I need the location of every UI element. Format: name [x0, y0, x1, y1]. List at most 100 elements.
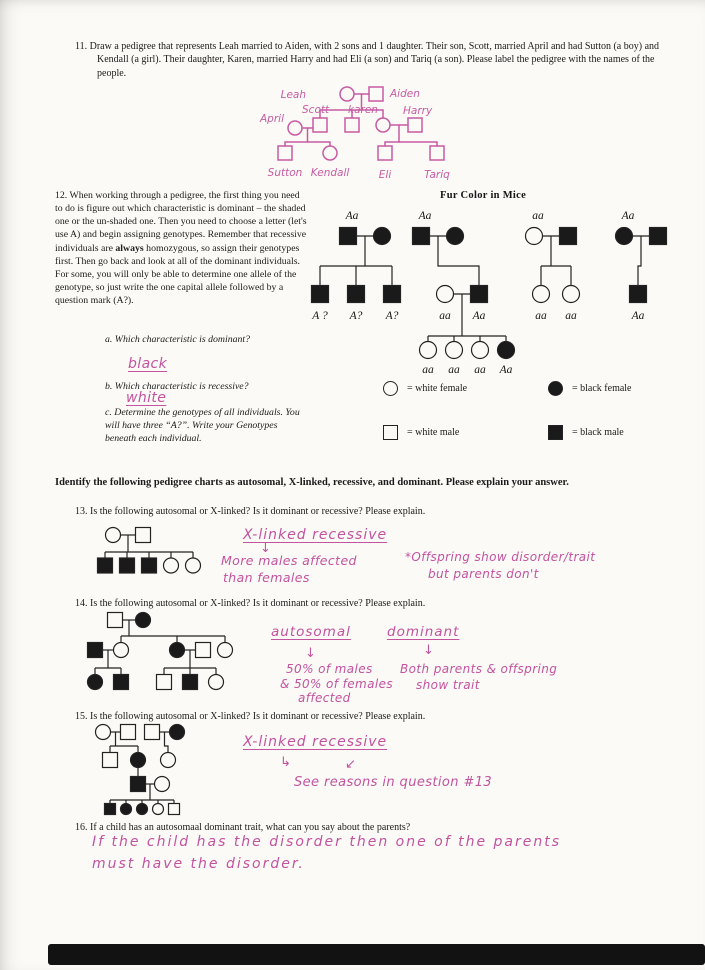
legend-label: = black male: [572, 427, 624, 438]
q15-arrow-icon-2: ↙: [345, 757, 357, 772]
pedigree-connectors: [104, 534, 194, 558]
pedigree-connectors: [284, 93, 438, 147]
april-female-symbol: [287, 120, 303, 136]
female-affected-symbol: [496, 340, 516, 360]
karen-female-symbol: [375, 117, 391, 133]
q12-subquestion-a: a. Which characteristic is dominant?: [105, 334, 251, 345]
genotype-label: aa: [565, 310, 577, 322]
male-unaffected-symbol: [143, 723, 161, 741]
q13-text: 13. Is the following autosomal or X-link…: [75, 506, 426, 517]
q12-subquestion-b: b. Which characteristic is recessive?: [105, 381, 249, 392]
white-male-symbol: [383, 425, 398, 440]
male-unaffected-symbol: [119, 723, 137, 741]
q15-note: See reasons in question #13: [294, 775, 493, 790]
female-unaffected-symbol: [151, 802, 165, 816]
male-affected-symbol: [628, 284, 648, 304]
scan-artifact-bar: [48, 944, 705, 965]
male-affected-symbol: [103, 802, 117, 816]
genotype-label: Aa: [631, 310, 645, 322]
male-unaffected-symbol: [167, 802, 181, 816]
legend-label: = white male: [407, 427, 460, 438]
genotype-label: Aa: [472, 310, 486, 322]
section-header: Identify the following pedigree charts a…: [55, 477, 569, 488]
male-affected-symbol: [181, 673, 199, 691]
name-label: Tariq: [424, 169, 450, 181]
genotype-label: aa: [532, 210, 544, 222]
second-son-male-symbol: [344, 117, 360, 133]
q13-right-note-2: but parents don't: [428, 567, 539, 581]
q14-answer-word-1: autosomal: [271, 624, 351, 640]
name-label: Aiden: [389, 88, 420, 100]
q15-text: 15. Is the following autosomal or X-link…: [75, 711, 426, 722]
genotype-label: A?: [385, 310, 399, 322]
q15-pedigree-chart: [94, 723, 186, 816]
q14-text: 14. Is the following autosomal or X-link…: [75, 598, 426, 609]
female-affected-symbol: [135, 802, 149, 816]
female-unaffected-symbol: [104, 526, 122, 544]
female-unaffected-symbol: [162, 557, 180, 574]
male-affected-symbol: [411, 226, 431, 246]
genotype-label: Aa: [418, 210, 432, 222]
male-unaffected-symbol: [101, 751, 119, 769]
name-label: Kendall: [311, 167, 350, 179]
tariq-male-symbol: [429, 145, 445, 161]
q13-left-note-1: More males affected: [221, 553, 357, 568]
q13-pedigree-chart: [96, 526, 202, 574]
fur-chart-title: Fur Color in Mice: [440, 190, 527, 201]
genotype-label: aa: [448, 364, 460, 376]
legend-white-male: = white male: [383, 425, 459, 440]
q12-text-part1: 12. When working through a pedigree, the…: [55, 190, 307, 254]
q16-answer-line-1: If the child has the disorder then one o…: [92, 834, 562, 850]
q14-right-note-2: show trait: [416, 678, 480, 692]
male-affected-symbol: [648, 226, 668, 246]
genotype-label: A ?: [311, 310, 328, 322]
legend-white-female: = white female: [383, 381, 467, 396]
female-unaffected-symbol: [216, 641, 234, 659]
female-affected-symbol: [372, 226, 392, 246]
female-unaffected-symbol: [418, 340, 438, 360]
female-unaffected-symbol: [561, 284, 581, 304]
female-unaffected-symbol: [444, 340, 464, 360]
female-unaffected-symbol: [184, 557, 202, 574]
q15-answer-main: X-linked recessive: [243, 734, 388, 750]
genotype-label: aa: [535, 310, 547, 322]
genotype-label: A?: [349, 310, 363, 322]
male-affected-symbol: [382, 284, 402, 304]
aiden-male-symbol: [368, 86, 384, 102]
male-unaffected-symbol: [134, 526, 152, 544]
male-unaffected-symbol: [194, 641, 212, 659]
genotype-label: aa: [422, 364, 434, 376]
female-affected-symbol: [86, 673, 104, 691]
genotype-label: Aa: [499, 364, 513, 376]
q12-text: 12. When working through a pedigree, the…: [55, 189, 307, 307]
genotype-label: Aa: [345, 210, 359, 222]
legend-black-female: = black female: [548, 381, 632, 396]
male-affected-symbol: [129, 775, 147, 793]
q14-answer-word-2: dominant: [387, 624, 460, 640]
q14-arrow-icon-1: ↓: [305, 646, 317, 661]
female-affected-symbol: [134, 611, 152, 629]
male-affected-symbol: [86, 641, 104, 659]
q12-subquestion-c: c. Determine the genotypes of all indivi…: [105, 407, 300, 445]
q11-text: 11. Draw a pedigree that represents Leah…: [75, 41, 660, 79]
male-affected-symbol: [140, 557, 158, 574]
female-affected-symbol: [168, 723, 186, 741]
q14-left-note-1: 50% of males: [286, 662, 373, 676]
black-male-symbol: [548, 425, 563, 440]
name-label: Leah: [281, 89, 306, 101]
q12-answer-a: black: [128, 356, 168, 372]
male-affected-symbol: [469, 284, 489, 304]
female-affected-symbol: [168, 641, 186, 659]
male-affected-symbol: [338, 226, 358, 246]
q14-left-note-2: & 50% of females: [280, 677, 394, 691]
name-label: April: [259, 113, 284, 125]
fur-color-pedigree-chart: Aa Aa aa Aa A ? A? A? aa Aa aa aa Aa aa …: [310, 210, 668, 376]
q13-left-note-2: than females: [223, 570, 310, 585]
pedigree-connectors: [94, 619, 226, 675]
name-label: Scott: [302, 104, 330, 116]
scott-male-symbol: [312, 117, 328, 133]
male-affected-symbol: [310, 284, 330, 304]
female-affected-symbol: [129, 751, 147, 769]
legend-label: = white female: [407, 383, 468, 394]
